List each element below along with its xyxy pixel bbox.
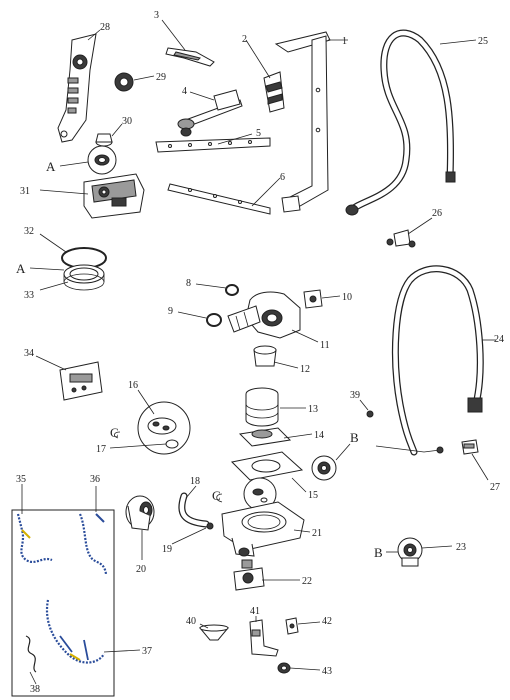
callout-11: 11 [320, 340, 330, 351]
ref-letter-a-top: A [46, 159, 56, 174]
part-11-pump [227, 291, 301, 339]
part-19-fitting [206, 522, 214, 530]
part-15-gasket [230, 451, 304, 481]
callout-36: 36 [90, 474, 100, 485]
callout-38: 38 [30, 684, 40, 695]
callout-35: 35 [16, 474, 26, 485]
callout-8: 8 [186, 278, 191, 289]
callout-30: 30 [122, 116, 132, 127]
callout-3: 3 [154, 10, 159, 21]
part-30-cap [95, 133, 113, 147]
callout-27: 27 [490, 482, 500, 493]
callout-24: 24 [494, 334, 504, 345]
part-43-clamp [277, 662, 291, 674]
ref-letter-b-bottom: B [374, 545, 383, 560]
callout-18: 18 [190, 476, 200, 487]
part-39-nut [366, 410, 374, 418]
part-8-seal [225, 284, 239, 296]
callout-33: 33 [24, 290, 34, 301]
callout-20: 20 [136, 564, 146, 575]
part-37-harness [45, 599, 105, 664]
ref-letter-a-bottom: A [16, 261, 26, 276]
part-4-mid-spray [177, 89, 243, 137]
part-3-upper-spray [165, 47, 215, 67]
part-28-bracket [57, 33, 97, 143]
ref-letter-b-top: B [350, 430, 359, 445]
callout-13: 13 [308, 404, 318, 415]
part-18-elbow-hose [178, 492, 210, 528]
part-41-bracket [249, 619, 279, 657]
part-42-fitting [285, 617, 299, 635]
ref-b-detail-top [311, 443, 351, 481]
part-31-detergent-dispenser [83, 173, 145, 219]
part-29-wheel [114, 72, 134, 92]
callout-26: 26 [432, 208, 442, 219]
callout-17: 17 [96, 444, 106, 455]
part-1-supply-tube [274, 31, 331, 213]
ref-a-detail-top [59, 145, 117, 175]
callout-28: 28 [100, 22, 110, 33]
callout-40: 40 [186, 616, 196, 627]
callout-15: 15 [308, 490, 318, 501]
part-5-lower-spray [155, 137, 271, 153]
part-6-spray-arm [167, 183, 271, 215]
part-27-clip [461, 439, 479, 455]
ref-letter-c-left: C [110, 425, 119, 440]
callout-34: 34 [24, 348, 34, 359]
callout-14: 14 [314, 430, 324, 441]
part-38-wire [25, 635, 37, 673]
part-36-harness [78, 513, 108, 575]
callout-4: 4 [182, 86, 187, 97]
part-35-harness [16, 513, 53, 564]
part-23-valve [397, 537, 423, 567]
callout-29: 29 [156, 72, 166, 83]
wiring-harness-panel [11, 509, 115, 697]
callout-19: 19 [162, 544, 172, 555]
callout-31: 31 [20, 186, 30, 197]
part-21-sump [221, 501, 305, 557]
callout-42: 42 [322, 616, 332, 627]
callout-21: 21 [312, 528, 322, 539]
part-9-seal [206, 313, 222, 327]
callout-25: 25 [478, 36, 488, 47]
part-24-supply-hose [375, 265, 484, 456]
part-33-ring [63, 264, 105, 291]
part-10-bracket [303, 289, 323, 309]
callout-22: 22 [302, 576, 312, 587]
callout-12: 12 [300, 364, 310, 375]
part-2-clip [263, 71, 285, 113]
callout-5: 5 [256, 128, 261, 139]
callout-10: 10 [342, 292, 352, 303]
part-20-drain-pump [125, 495, 155, 531]
part-25-drain-hose [345, 29, 456, 216]
part-26-connector [386, 229, 416, 248]
callout-32: 32 [24, 226, 34, 237]
callout-16: 16 [128, 380, 138, 391]
part-14-sump-cover [238, 427, 292, 447]
callout-23: 23 [456, 542, 466, 553]
ref-letter-c-right: C [212, 488, 221, 503]
callout-41: 41 [250, 606, 260, 617]
callout-2: 2 [242, 34, 247, 45]
callout-9: 9 [168, 306, 173, 317]
callout-39: 39 [350, 390, 360, 401]
callout-37: 37 [142, 646, 152, 657]
callout-6: 6 [280, 172, 285, 183]
part-22-actuator [233, 559, 265, 591]
ref-c-detail-left [114, 401, 191, 455]
part-13-filter [245, 387, 279, 427]
part-40-cone [198, 624, 230, 641]
part-34-control-board [59, 361, 103, 401]
part-12-cap [253, 345, 277, 367]
callout-1: 1 [342, 36, 347, 47]
callout-43: 43 [322, 666, 332, 677]
